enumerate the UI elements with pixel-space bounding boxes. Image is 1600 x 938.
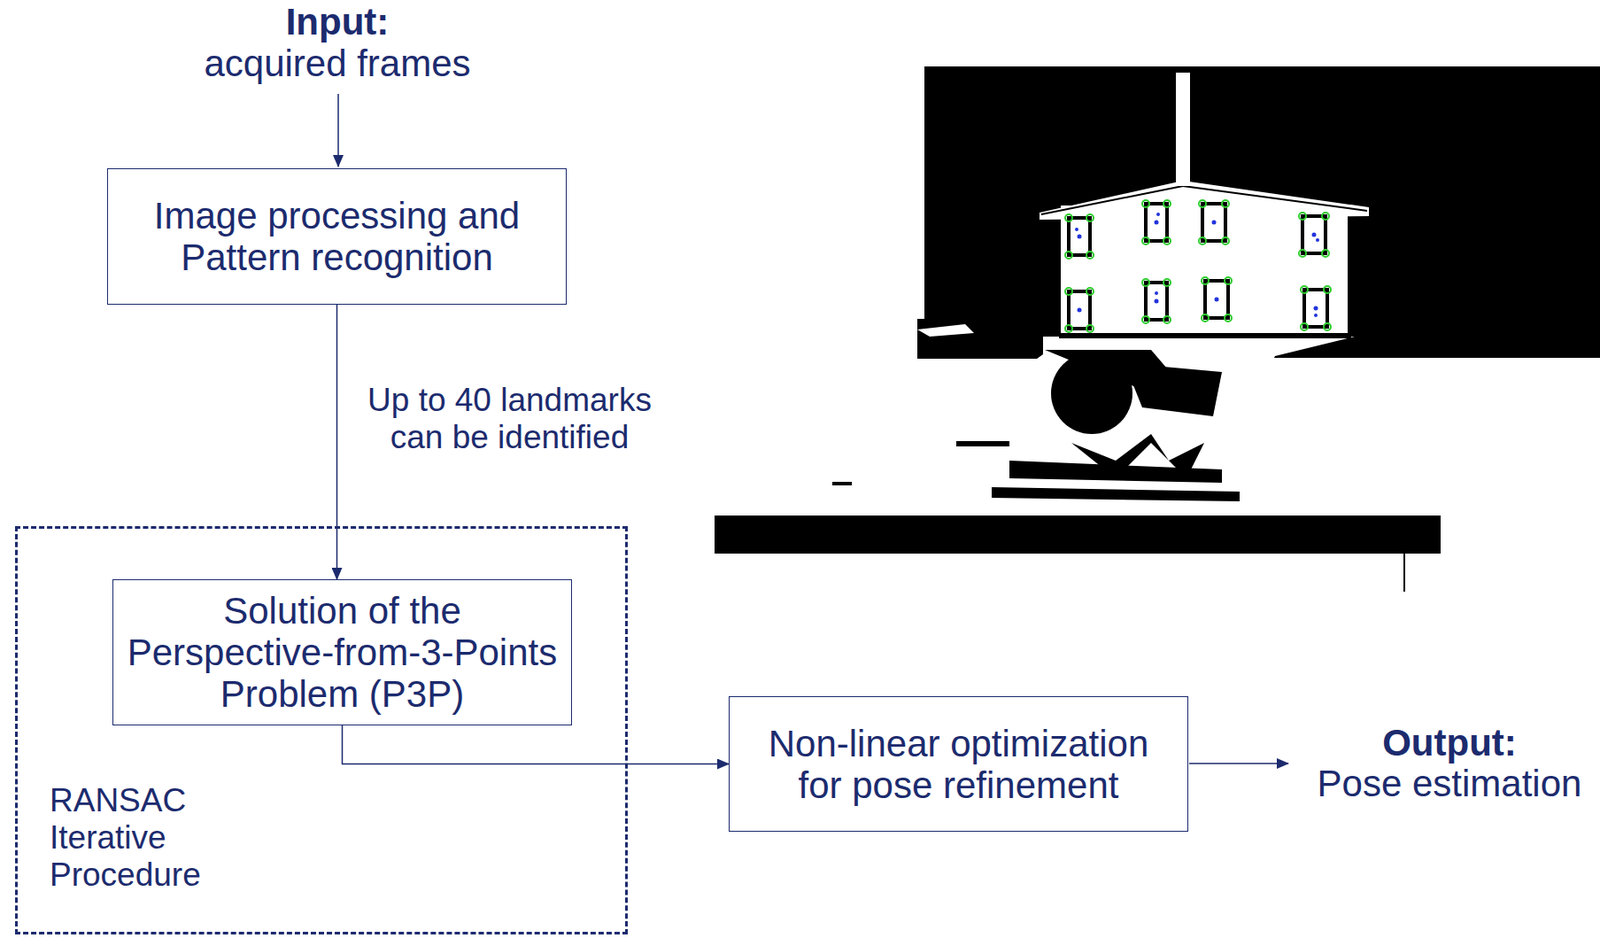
process-box: Image processing and Pattern recognition: [107, 168, 567, 305]
box-text: Image processing and Pattern recognition: [133, 194, 542, 279]
input-arrow: [337, 93, 340, 167]
flow-arrow: [342, 725, 730, 765]
box-text: Solution of the Perspective-from-3-Point…: [123, 589, 563, 715]
box-text: Non-linear optimization for pose refinem…: [755, 722, 1163, 806]
input-heading: Input:: [285, 1, 390, 43]
binary-frame: [714, 66, 1600, 592]
ransac-group: RANSAC Iterative Procedure Solution of th…: [15, 525, 628, 935]
output-arrow: [1189, 762, 1289, 765]
input-text: acquired frames: [203, 43, 471, 85]
process-box: Non-linear optimization for pose refinem…: [728, 695, 1189, 832]
group-title: RANSAC Iterative Procedure: [49, 781, 209, 894]
output-text: Pose estimation: [1317, 763, 1583, 804]
flow-arrow: [336, 304, 339, 580]
landmark-markers: [1065, 200, 1331, 333]
process-box: Solution of the Perspective-from-3-Point…: [112, 579, 572, 726]
edge-label: Up to 40 landmarks can be identified: [359, 381, 661, 457]
output-heading: Output:: [1382, 722, 1517, 764]
